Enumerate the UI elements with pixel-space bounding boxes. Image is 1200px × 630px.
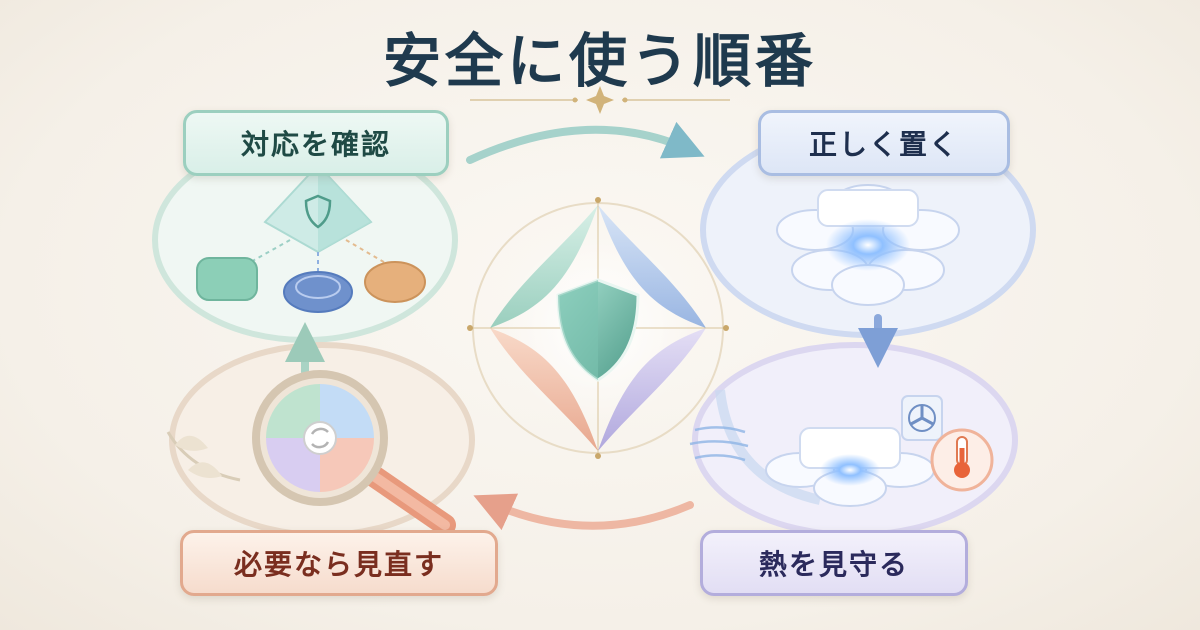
magnifier-icon <box>166 370 456 536</box>
crystal-shield-icon <box>196 163 426 313</box>
page-title: 安全に使う順番 <box>382 27 817 95</box>
fan-icon <box>901 395 943 441</box>
step-watch-label: 熱を見守る <box>700 530 968 596</box>
airflow-lines <box>689 426 749 462</box>
step-check-label: 対応を確認 <box>183 110 449 176</box>
step-review-label: 必要なら見直す <box>180 530 498 596</box>
center-emblem <box>467 197 729 459</box>
heat-scene <box>689 389 994 507</box>
shield-icon <box>556 278 640 382</box>
arrow-check-to-place <box>466 121 705 164</box>
arrow-watch-to-review <box>473 493 694 531</box>
thermometer-icon <box>930 428 994 492</box>
step-place-label: 正しく置く <box>758 110 1010 176</box>
title-divider <box>470 86 730 114</box>
charging-pad-icon <box>776 184 960 306</box>
